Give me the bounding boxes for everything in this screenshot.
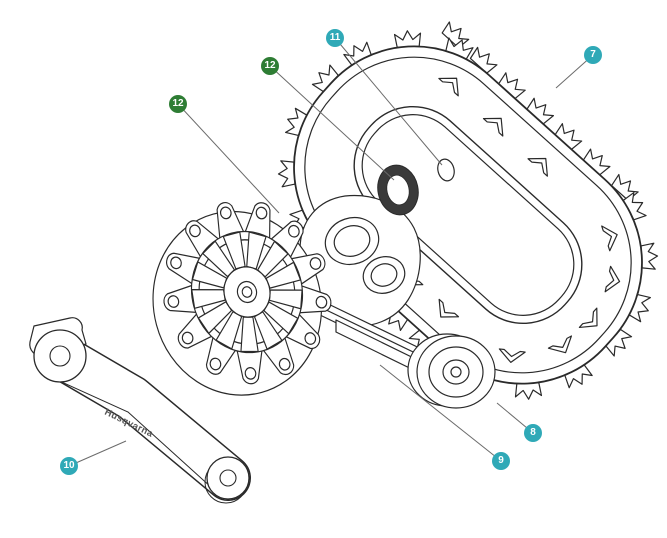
callout-9[interactable]: 9 [492, 452, 510, 470]
wheel-axle-hole [450, 366, 462, 378]
callout-7[interactable]: 7 [584, 46, 602, 64]
callout-12a[interactable]: 12 [261, 57, 279, 75]
arm-body-fill [38, 334, 250, 500]
seal-ring-inner [386, 174, 410, 206]
callout-8[interactable]: 8 [524, 424, 542, 442]
drive-sprocket [152, 199, 333, 396]
callout-11[interactable]: 11 [326, 29, 344, 47]
frame-hole-large-inner [333, 225, 371, 257]
callout-12b[interactable]: 12 [169, 95, 187, 113]
idler-wheel [407, 333, 496, 409]
frame-hole-small-inner [370, 263, 398, 287]
frame-bracket [299, 194, 439, 379]
callout-10[interactable]: 10 [60, 457, 78, 475]
sprocket-axle-hole [241, 286, 253, 298]
arm-upper-boss-hole [49, 345, 71, 367]
arm-edge-line [43, 373, 213, 489]
arm-lower-boss-hole [219, 469, 237, 487]
swing-arm: Husqvarna [29, 317, 251, 504]
